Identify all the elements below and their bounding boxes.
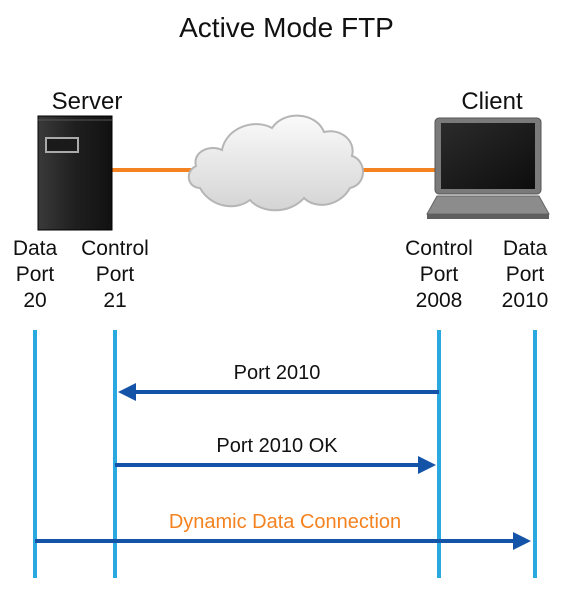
message-port-2010-ok: Port 2010 OK	[216, 435, 338, 457]
arrow-dynamic-data-connection	[35, 532, 531, 550]
port-label-control-2008: Control Port 2008	[405, 237, 473, 312]
laptop-icon	[426, 117, 550, 219]
diagram-title: Active Mode FTP	[179, 12, 394, 43]
message-port-2010: Port 2010	[233, 362, 321, 384]
server-icon	[37, 115, 113, 231]
port-label-control-21: Control Port 21	[81, 237, 149, 312]
message-dynamic-data-connection: Dynamic Data Connection	[168, 511, 402, 533]
server-label: Server	[51, 88, 123, 115]
client-label: Client	[461, 88, 523, 115]
port-label-data-20: Data Port 20	[12, 237, 58, 312]
arrow-port-2010	[118, 383, 439, 401]
arrow-port-2010-ok	[115, 456, 436, 474]
port-label-data-2010: Data Port 2010	[501, 237, 549, 312]
cloud-icon	[187, 114, 364, 212]
